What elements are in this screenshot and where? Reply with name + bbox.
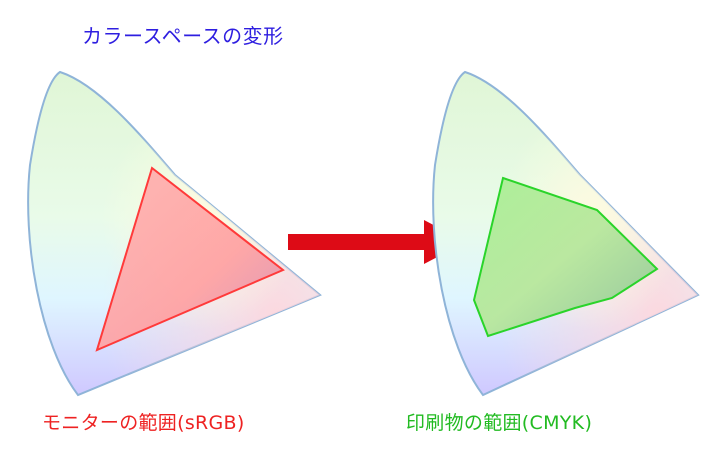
cmyk-polygon <box>472 176 659 338</box>
right-gamut <box>432 70 700 397</box>
left-gamut <box>27 70 322 397</box>
srgb-caption: モニターの範囲(sRGB) <box>42 412 245 434</box>
diagram-title: カラースペースの変形 <box>82 24 284 48</box>
srgb-triangle <box>95 166 285 352</box>
cmyk-caption: 印刷物の範囲(CMYK) <box>406 412 593 434</box>
